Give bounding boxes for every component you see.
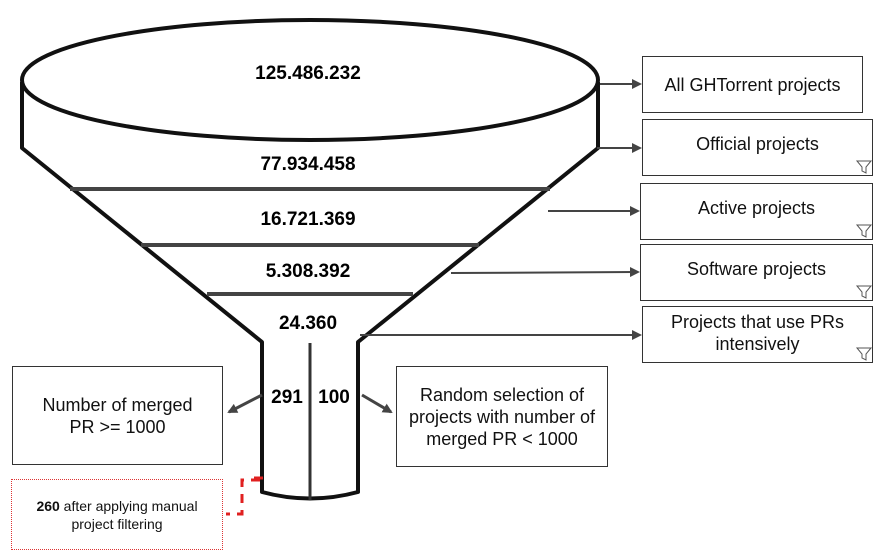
manual-filtering-text: 260 after applying manual project filter… — [22, 497, 212, 533]
stage-arrow — [450, 267, 640, 278]
merged-pr-threshold-box: Number of merged PR >= 1000 — [12, 366, 223, 465]
level-count: 16.721.369 — [260, 209, 355, 230]
level-count: 125.486.232 — [255, 63, 361, 84]
level-count: 77.934.458 — [260, 154, 355, 175]
right-split-arrow — [361, 393, 393, 414]
stage-label: Software projects — [686, 258, 827, 279]
stage-label: All GHTorrent projects — [664, 74, 841, 95]
left-split-arrow — [227, 393, 263, 414]
filter-icon — [855, 224, 873, 238]
stage-box-official-projects: Official projects — [642, 119, 873, 176]
stage-box-active-projects: Active projects — [640, 183, 873, 240]
split-left-count: 291 — [271, 387, 303, 408]
stage-box-pr-intensive-projects: Projects that use PRs intensively — [642, 306, 873, 363]
filter-icon — [855, 160, 873, 174]
stage-label: Projects that use PRs intensively — [670, 311, 845, 354]
random-selection-box: Random selection of projects with number… — [396, 366, 608, 467]
random-selection-label: Random selection of projects with number… — [408, 384, 596, 449]
filter-icon — [855, 285, 873, 299]
manual-filtering-count: 260 — [36, 497, 60, 514]
manual-filtering-description: after applying manual project filtering — [59, 497, 198, 532]
stage-label: Official projects — [696, 133, 819, 154]
stage-box-software-projects: Software projects — [640, 244, 873, 301]
stage-label: Active projects — [697, 197, 816, 218]
filter-icon — [855, 347, 873, 361]
stage-box-all-projects: All GHTorrent projects — [642, 56, 863, 113]
note-connector — [226, 476, 266, 516]
manual-filtering-note: 260 after applying manual project filter… — [11, 479, 223, 550]
level-count: 24.360 — [279, 313, 337, 334]
merged-pr-threshold-label: Number of merged PR >= 1000 — [42, 394, 193, 437]
split-right-count: 100 — [318, 387, 350, 408]
funnel-top-ellipse — [20, 18, 600, 142]
level-count: 5.308.392 — [266, 261, 351, 282]
